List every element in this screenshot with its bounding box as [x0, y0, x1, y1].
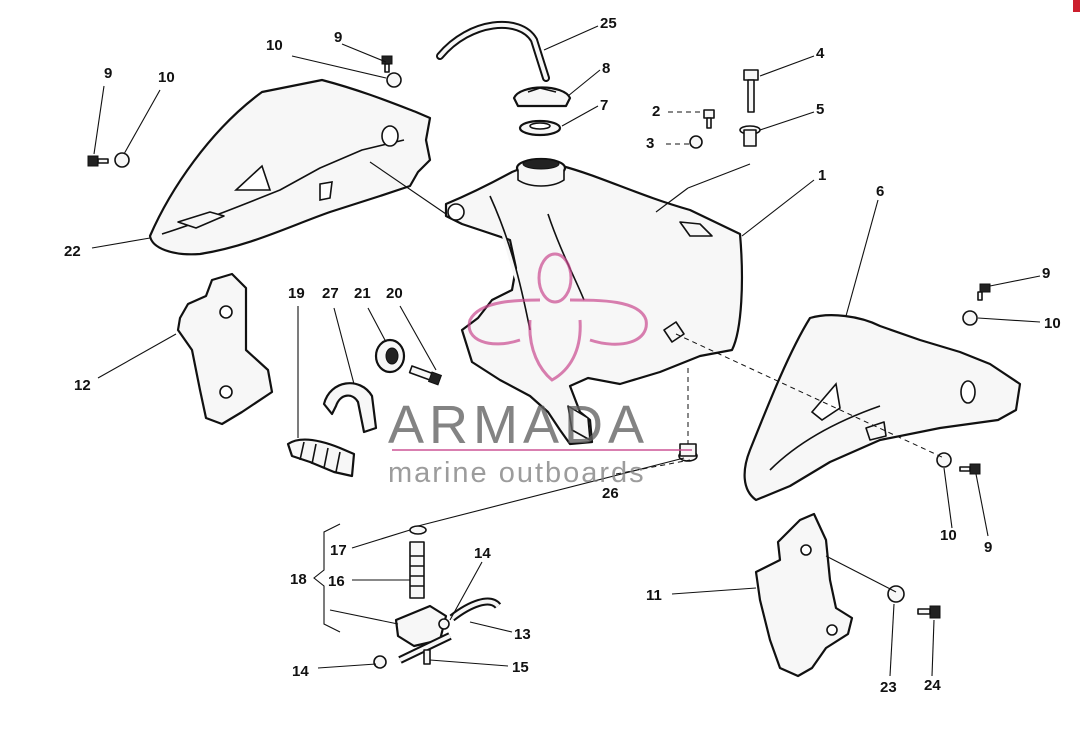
callout-10-right: 10: [1044, 315, 1061, 332]
callout-8: 8: [602, 60, 610, 77]
bolt-4-part: [743, 69, 759, 113]
callout-12: 12: [74, 377, 91, 394]
spring-clamp-19-part: [286, 438, 356, 478]
grommet-21-part: [374, 338, 406, 374]
callout-17: 17: [330, 542, 347, 559]
callout-25: 25: [600, 15, 617, 32]
screw-9-left-part: [87, 155, 109, 167]
callout-23: 23: [880, 679, 897, 696]
bolt-20-part: [408, 365, 443, 386]
callout-21: 21: [354, 285, 371, 302]
callout-26: 26: [602, 485, 619, 502]
callout-3: 3: [646, 135, 654, 152]
callout-15: 15: [512, 659, 529, 676]
right-side-cover-part: [743, 314, 1022, 502]
armada-logo-icon: [467, 252, 648, 382]
corner-marker: [1073, 0, 1080, 12]
cap-gasket-part: [518, 119, 562, 137]
screw-9-top-part: [381, 55, 393, 73]
callout-2: 2: [652, 103, 660, 120]
armada-watermark: ARMADA marine outboards: [388, 252, 692, 489]
screw-9-lower-part: [959, 463, 981, 475]
callout-16: 16: [328, 573, 345, 590]
callout-10-left: 10: [158, 69, 175, 86]
callout-14-lower: 14: [292, 663, 309, 680]
callout-10-lower: 10: [940, 527, 957, 544]
washer-10-right-part: [962, 310, 978, 326]
left-side-cover-part: [148, 78, 432, 256]
bolt-23-part: [887, 585, 905, 603]
callout-5: 5: [816, 101, 824, 118]
callout-13: 13: [514, 626, 531, 643]
armada-brand-text: ARMADA: [388, 395, 649, 455]
callout-27: 27: [322, 285, 339, 302]
callout-18: 18: [290, 571, 307, 588]
screw-9-right-part: [977, 283, 991, 301]
callout-1: 1: [818, 167, 826, 184]
callout-9-lower: 9: [984, 539, 992, 556]
callout-19: 19: [288, 285, 305, 302]
screw-24-part: [917, 605, 941, 619]
fuel-tank-part: [444, 157, 743, 446]
callout-14-upper: 14: [474, 545, 491, 562]
callout-24: 24: [924, 677, 941, 694]
callout-11: 11: [646, 587, 662, 604]
fuel-hose-part: [436, 20, 550, 82]
left-bracket-part: [176, 272, 274, 426]
right-bracket-part: [754, 512, 854, 678]
armada-tagline-text: marine outboards: [388, 457, 646, 489]
washer-10-top-part: [386, 72, 402, 88]
fuel-tap-assembly-part: [373, 525, 502, 669]
callout-7: 7: [600, 97, 608, 114]
callout-10-top: 10: [266, 37, 283, 54]
bushing-5-part: [739, 125, 761, 147]
clamp-27-part: [322, 382, 378, 434]
screw-2-part: [703, 109, 715, 129]
callout-9-top: 9: [334, 29, 342, 46]
callout-9-right: 9: [1042, 265, 1050, 282]
callout-9-left: 9: [104, 65, 112, 82]
callout-20: 20: [386, 285, 403, 302]
tank-cap-part: [512, 86, 572, 108]
washer-10-lower-part: [936, 452, 952, 468]
callout-labels: 1 2 3 4 5 6 7 8 9 9 9 9 10 10 10 10 11 1…: [64, 15, 1061, 696]
leader-lines: [91, 25, 1041, 677]
callout-22: 22: [64, 243, 81, 260]
nut-3-part: [689, 135, 703, 149]
washer-10-left-part: [114, 152, 130, 168]
callout-4: 4: [816, 45, 825, 62]
callout-6: 6: [876, 183, 884, 200]
